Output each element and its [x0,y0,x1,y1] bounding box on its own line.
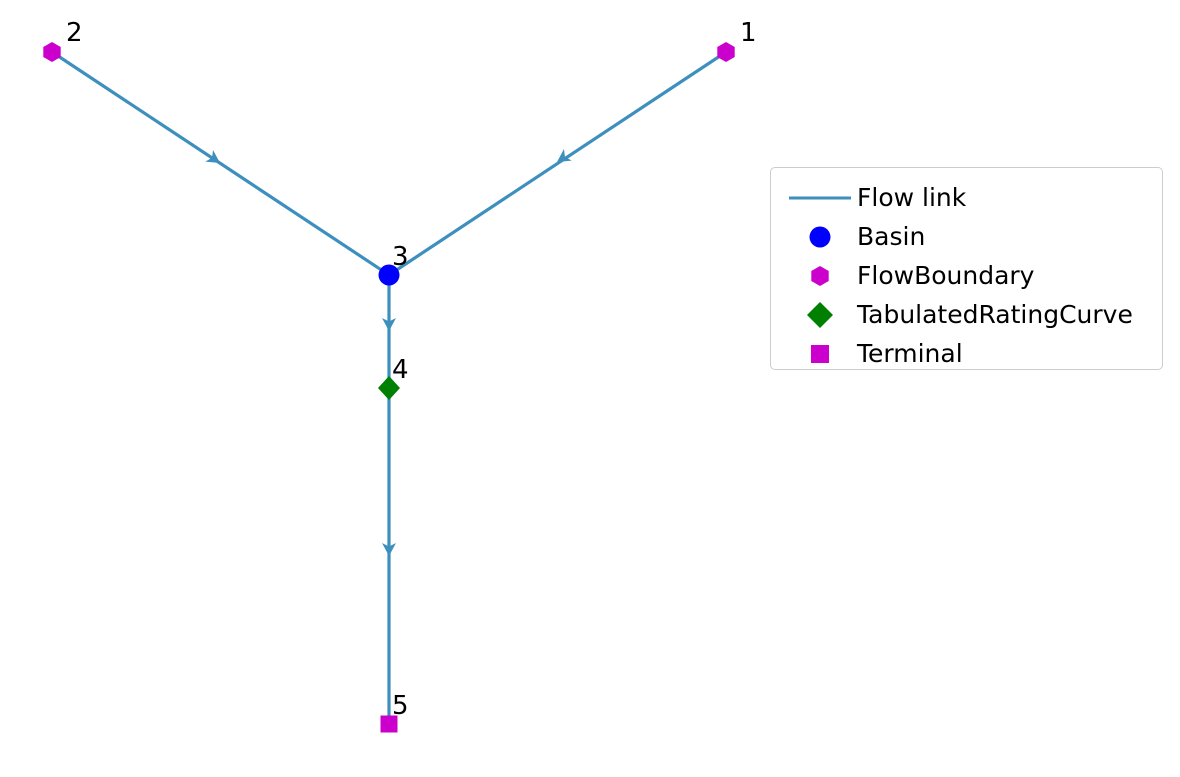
arrowhead-edge-3-to-4 [382,318,396,331]
circle-icon [783,217,857,256]
node-label-1: 1 [740,18,757,48]
node-3-basin-marker[interactable] [378,264,400,286]
node-5-terminal-marker[interactable] [380,715,398,733]
legend-item-terminal[interactable]: Terminal [771,334,1162,373]
arrowhead-edge-4-to-5 [382,543,396,556]
node-label-5: 5 [392,691,409,721]
node-4-tabulatedratingcurve-marker[interactable] [378,376,400,400]
legend-item-flowboundary[interactable]: FlowBoundary [771,256,1162,295]
node-group [43,42,735,733]
legend-label-flowboundary: FlowBoundary [857,261,1035,290]
node-label-2: 2 [66,18,83,48]
legend-label-flow-link: Flow link [857,183,967,212]
legend-item-tabulatedratingcurve[interactable]: TabulatedRatingCurve [771,295,1162,334]
arrowhead-group [205,148,572,556]
legend-label-tabulatedratingcurve: TabulatedRatingCurve [857,300,1133,329]
arrowhead-edge-2-to-3 [205,149,220,163]
node-label-4: 4 [392,355,409,385]
edge-2-to-3 [51,50,390,277]
diamond-icon [783,295,857,334]
legend-item-basin[interactable]: Basin [771,217,1162,256]
node-2-flowboundary-marker[interactable] [43,42,61,62]
edge-1-to-3 [388,50,727,277]
hexagon-icon [783,256,857,295]
node-1-flowboundary-marker[interactable] [717,42,735,62]
node-label-3: 3 [392,242,409,272]
legend-label-basin: Basin [857,222,926,251]
legend: Flow link Basin FlowBoundary [770,167,1163,370]
legend-entries: Flow link Basin FlowBoundary [771,168,1162,369]
legend-item-flow-link[interactable]: Flow link [771,178,1162,217]
legend-label-terminal: Terminal [857,339,963,368]
arrowhead-edge-1-to-3 [557,148,572,162]
square-icon [783,334,857,373]
line-icon [783,178,857,217]
node-label-group: 2 1 3 4 5 [66,18,757,721]
